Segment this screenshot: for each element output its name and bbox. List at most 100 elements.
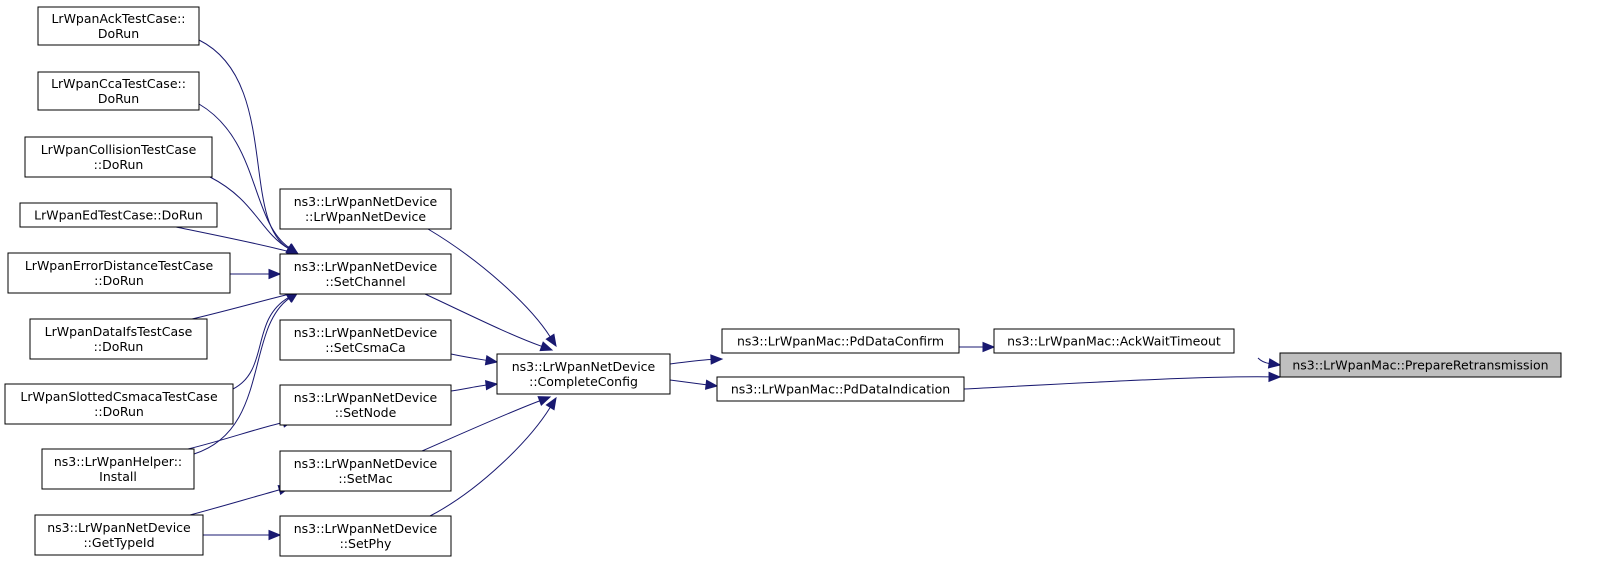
node-box (279, 253, 452, 295)
edge-get-type-id-to-set-mac (189, 484, 292, 516)
node-box (279, 188, 452, 230)
node-label-line: ::SetNode (335, 405, 397, 420)
edge-line (1257, 357, 1270, 364)
node-complete-config[interactable]: ns3::LrWpanNetDevice::CompleteConfig (496, 353, 671, 395)
node-set-mac[interactable]: ns3::LrWpanNetDevice::SetMac (279, 450, 452, 492)
node-cca-test-do-run[interactable]: LrWpanCcaTestCase::DoRun (37, 71, 200, 111)
edge-line (175, 226, 288, 252)
edge-line (669, 358, 712, 365)
node-collision-test-do-run[interactable]: LrWpanCollisionTestCase::DoRun (24, 136, 213, 178)
arrowhead-icon (539, 341, 554, 352)
node-label-line: DoRun (98, 91, 139, 106)
node-box (34, 514, 204, 556)
arrowhead-icon (704, 379, 719, 390)
arrowhead-icon (268, 529, 282, 541)
arrowhead-icon (1268, 371, 1282, 383)
arrowhead-icon (485, 379, 499, 391)
node-helper-install[interactable]: ns3::LrWpanHelper::Install (41, 448, 195, 490)
node-label-line: ::SetCsmaCa (325, 340, 405, 355)
edge-pd-data-confirm-to-ack-wait-timeout (958, 341, 996, 353)
node-pd-data-indication[interactable]: ns3::LrWpanMac::PdDataIndication (716, 376, 965, 402)
edge-set-mac-to-complete-config (421, 396, 552, 452)
node-lrwpan-net-device-ctor[interactable]: ns3::LrWpanNetDevice::LrWpanNetDevice (279, 188, 452, 230)
edge-line (209, 176, 289, 249)
node-label-line: ::CompleteConfig (529, 374, 638, 389)
node-pd-data-confirm[interactable]: ns3::LrWpanMac::PdDataConfirm (721, 328, 960, 354)
node-label-line: LrWpanDataIfsTestCase (45, 324, 193, 339)
node-label-line: ns3::LrWpanNetDevice (294, 390, 438, 405)
edge-line (198, 103, 290, 249)
edge-set-node-to-complete-config (450, 379, 499, 392)
node-label-line: LrWpanEdTestCase::DoRun (34, 208, 203, 223)
edge-line (421, 400, 540, 452)
node-box (716, 376, 965, 402)
node-set-phy[interactable]: ns3::LrWpanNetDevice::SetPhy (279, 515, 452, 557)
node-label-line: ::SetPhy (340, 536, 392, 551)
arrowhead-icon (710, 354, 724, 365)
node-get-type-id[interactable]: ns3::LrWpanNetDevice::GetTypeId (34, 514, 204, 556)
arrowhead-icon (1267, 358, 1282, 369)
node-box (279, 319, 452, 361)
node-box (993, 328, 1235, 354)
node-box (279, 384, 452, 426)
edge-get-type-id-to-set-phy (203, 529, 282, 541)
node-label-line: LrWpanSlottedCsmacaTestCase (20, 389, 218, 404)
node-error-distance-test-do-run[interactable]: LrWpanErrorDistanceTestCase::DoRun (7, 252, 231, 294)
node-box (4, 383, 234, 425)
edge-line (450, 353, 487, 361)
node-label-line: ns3::LrWpanMac::PdDataIndication (731, 382, 950, 397)
node-label-line: LrWpanAckTestCase:: (51, 11, 185, 26)
node-label-line: ns3::LrWpanMac::PrepareRetransmission (1292, 358, 1548, 373)
edge-set-channel-to-complete-config (424, 293, 554, 352)
node-label-line: ::SetChannel (325, 274, 405, 289)
edge-line (963, 376, 1270, 390)
edge-line (429, 407, 551, 517)
node-box (37, 6, 200, 46)
node-box (279, 450, 452, 492)
node-label-line: ns3::LrWpanNetDevice (294, 259, 438, 274)
nodes-layer: ns3::LrWpanMac::PrepareRetransmissionns3… (4, 6, 1562, 557)
node-label-line: ::DoRun (94, 404, 144, 419)
node-data-ifs-test-do-run[interactable]: LrWpanDataIfsTestCase::DoRun (29, 318, 208, 360)
edge-line (189, 489, 280, 516)
edge-pd-data-indication-to-prepare-retransmission (963, 371, 1282, 390)
node-slotted-csmaca-test-do-run[interactable]: LrWpanSlottedCsmacaTestCase::DoRun (4, 383, 234, 425)
node-ack-test-do-run[interactable]: LrWpanAckTestCase::DoRun (37, 6, 200, 46)
node-label-line: ns3::LrWpanNetDevice (294, 521, 438, 536)
edge-complete-config-to-pd-data-confirm (669, 354, 724, 365)
edge-line (187, 421, 284, 450)
node-set-csma-ca[interactable]: ns3::LrWpanNetDevice::SetCsmaCa (279, 319, 452, 361)
edge-set-csma-ca-to-complete-config (450, 353, 499, 366)
arrowhead-icon (537, 396, 552, 406)
arrowhead-icon (545, 396, 557, 411)
node-box (1279, 352, 1562, 378)
arrowhead-icon (982, 341, 996, 353)
node-box (41, 448, 195, 490)
arrowhead-icon (484, 355, 499, 366)
edge-complete-config-to-pd-data-indication (669, 379, 719, 390)
node-prepare-retransmission[interactable]: ns3::LrWpanMac::PrepareRetransmission (1279, 352, 1562, 378)
edge-helper-install-to-set-channel (193, 291, 300, 455)
node-label-line: ns3::LrWpanMac::PdDataConfirm (737, 334, 944, 349)
edge-line (193, 298, 290, 455)
node-label-line: LrWpanCcaTestCase:: (51, 76, 186, 91)
node-ed-test-do-run[interactable]: LrWpanEdTestCase::DoRun (19, 202, 218, 228)
node-box (19, 202, 218, 228)
node-box (24, 136, 213, 178)
edge-lrwpan-net-device-ctor-to-complete-config (427, 228, 557, 348)
edge-line (669, 379, 707, 386)
node-set-node[interactable]: ns3::LrWpanNetDevice::SetNode (279, 384, 452, 426)
node-label-line: Install (99, 469, 137, 484)
node-set-channel[interactable]: ns3::LrWpanNetDevice::SetChannel (279, 253, 452, 295)
edge-line (450, 384, 487, 392)
node-box (37, 71, 200, 111)
node-label-line: ::DoRun (94, 273, 144, 288)
node-label-line: DoRun (98, 26, 139, 41)
edge-ack-wait-timeout-to-prepare-retransmission (1257, 357, 1282, 369)
node-label-line: ::DoRun (94, 157, 144, 172)
node-ack-wait-timeout[interactable]: ns3::LrWpanMac::AckWaitTimeout (993, 328, 1235, 354)
node-label-line: ns3::LrWpanHelper:: (54, 454, 182, 469)
node-box (7, 252, 231, 294)
node-label-line: ns3::LrWpanNetDevice (294, 194, 438, 209)
